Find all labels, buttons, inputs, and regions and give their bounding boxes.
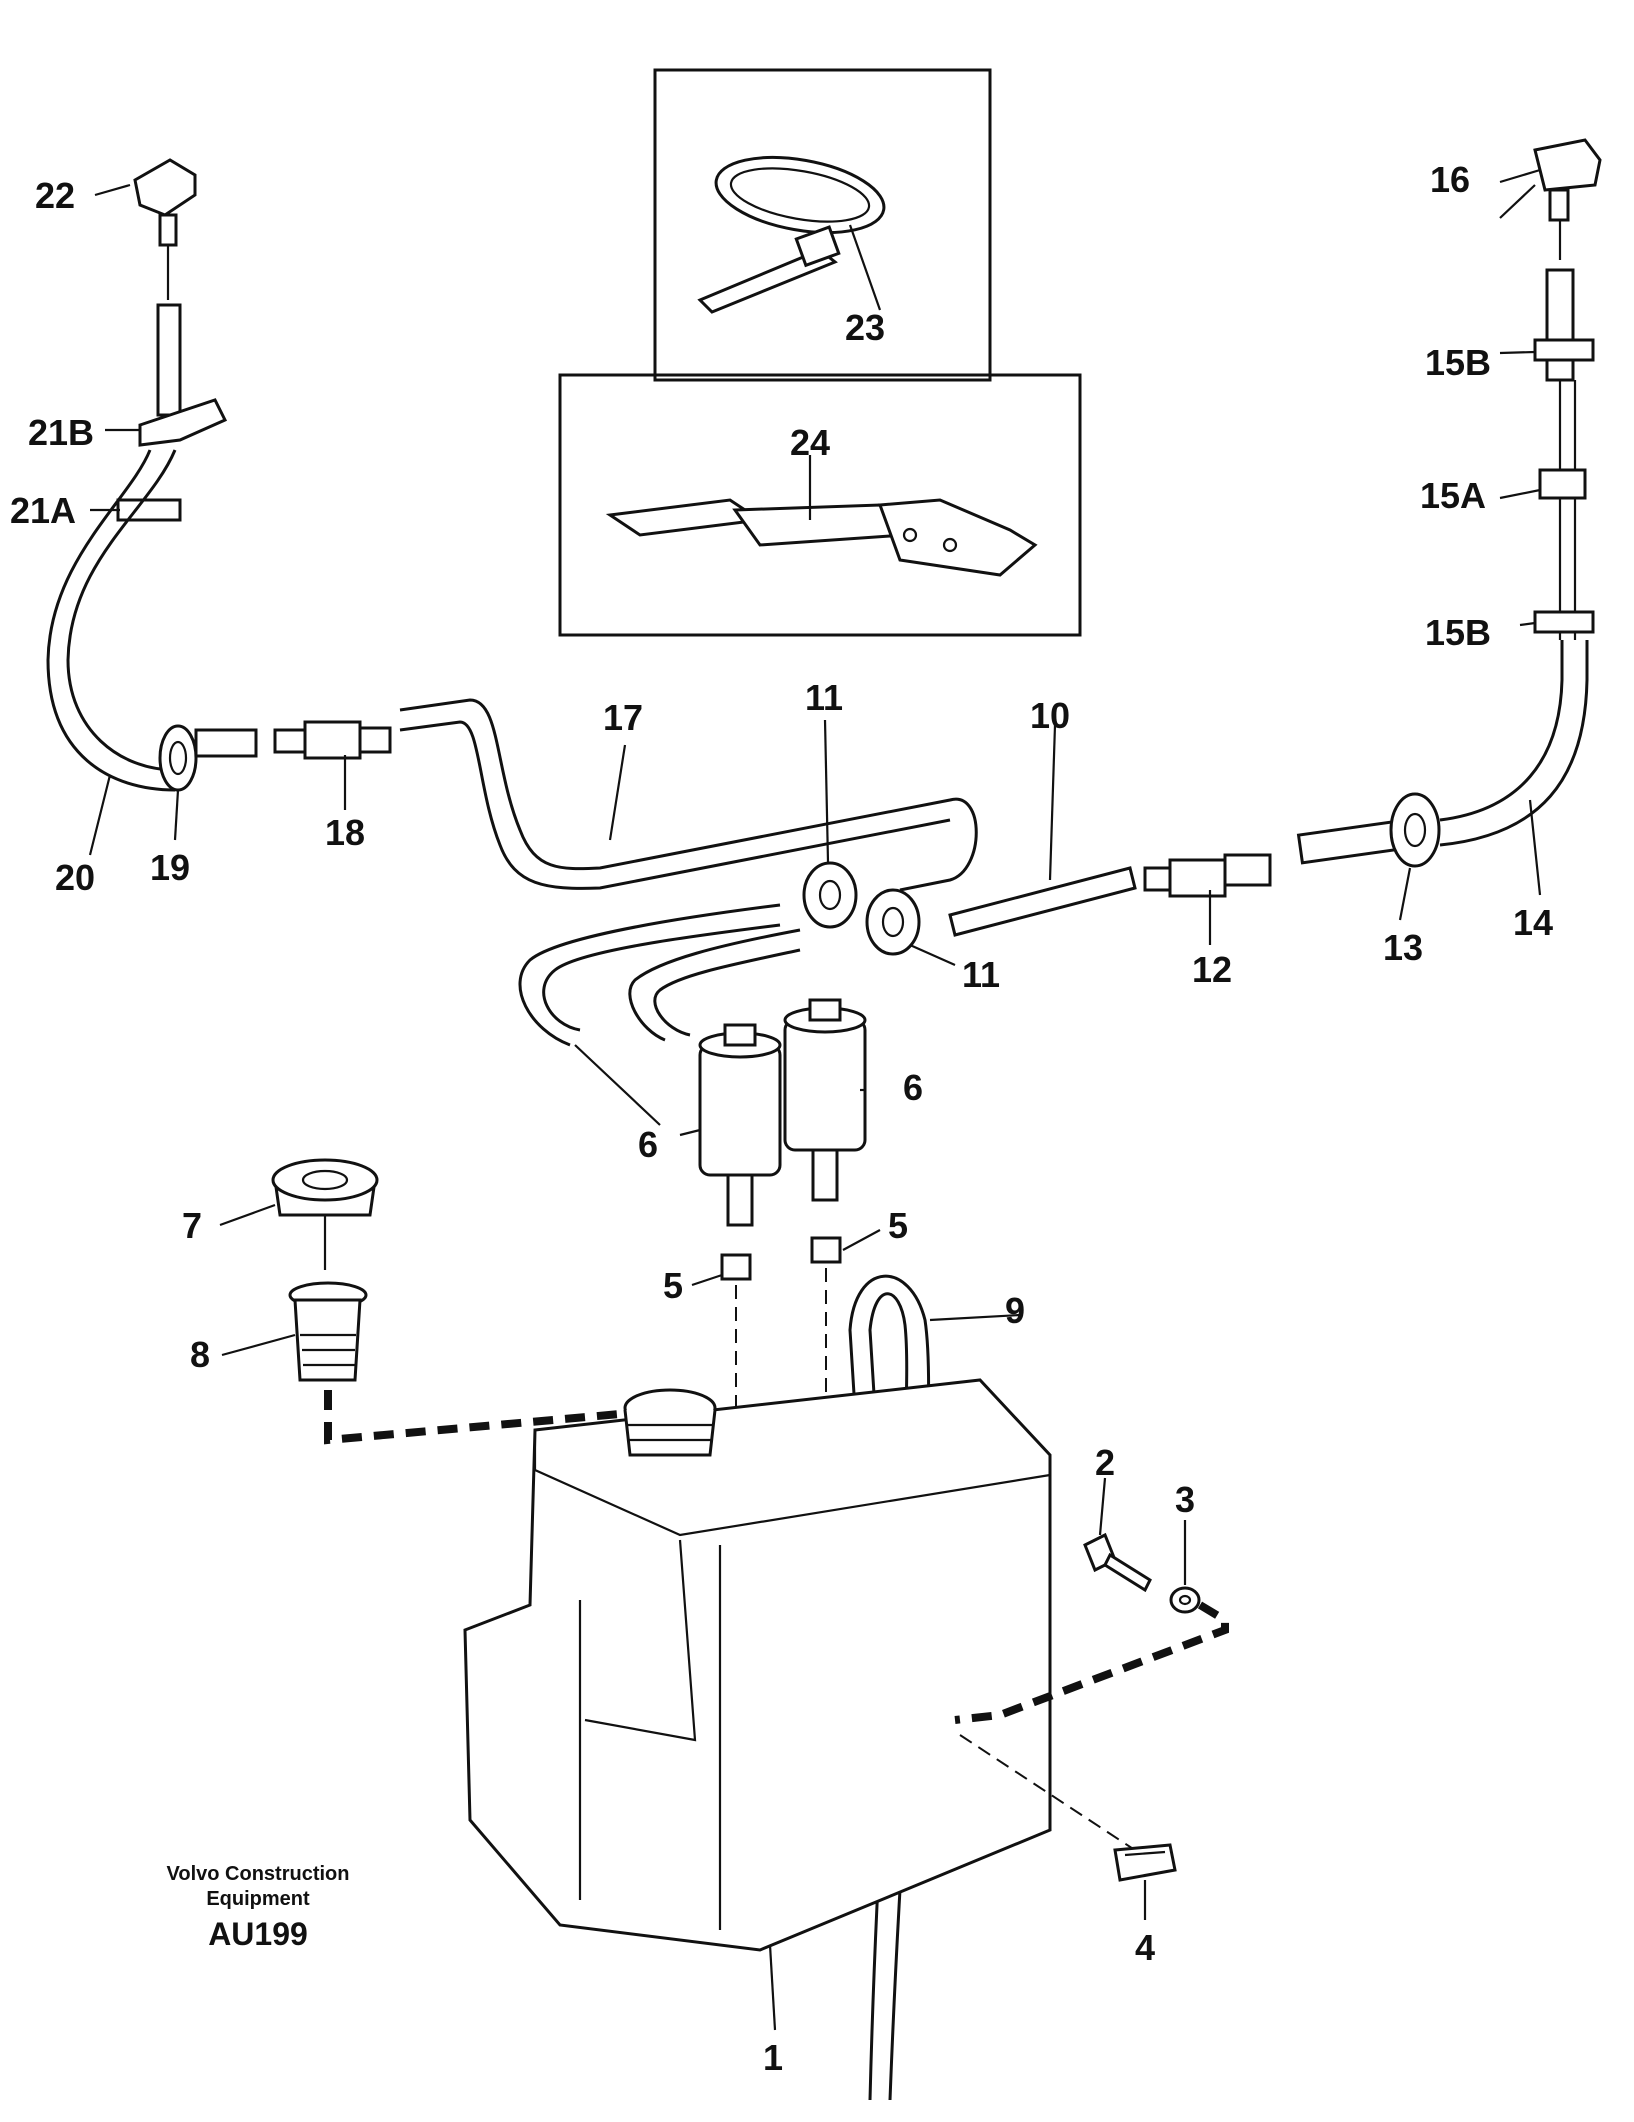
grommet-5-right bbox=[810, 1236, 842, 1740]
footer-line2: Equipment bbox=[206, 1888, 310, 1910]
label-20[interactable]: 20 bbox=[55, 857, 95, 898]
pump-6-right bbox=[783, 998, 867, 1202]
label-19[interactable]: 19 bbox=[150, 847, 190, 888]
clip-4 bbox=[1113, 1843, 1177, 1882]
inset-strap bbox=[558, 373, 1082, 637]
connector-18 bbox=[273, 720, 392, 760]
strainer-8 bbox=[288, 1281, 368, 1382]
hose-17 bbox=[399, 698, 978, 892]
hose-14 bbox=[1439, 640, 1564, 822]
label-13[interactable]: 13 bbox=[1383, 927, 1423, 968]
label-10[interactable]: 10 bbox=[1030, 695, 1070, 736]
label-15b-lower[interactable]: 15B bbox=[1425, 612, 1491, 653]
grommet-11b bbox=[865, 888, 921, 956]
label-15b-upper[interactable]: 15B bbox=[1425, 342, 1491, 383]
label-11b[interactable]: 11 bbox=[962, 954, 1000, 995]
label-17[interactable]: 17 bbox=[603, 697, 643, 738]
grommet-11a bbox=[802, 861, 858, 929]
label-3[interactable]: 3 bbox=[1175, 1479, 1195, 1520]
label-11a[interactable]: 11 bbox=[805, 677, 843, 718]
part-labels: 22 21B 21A 20 19 18 17 11 10 11 12 13 14… bbox=[10, 159, 1553, 2078]
inset-cable-tie bbox=[653, 68, 992, 382]
pump-6-left bbox=[698, 1023, 782, 1227]
right-nozzle-assembly bbox=[1533, 138, 1602, 640]
hose-10 bbox=[948, 866, 1137, 937]
label-8[interactable]: 8 bbox=[190, 1334, 210, 1375]
label-12[interactable]: 12 bbox=[1192, 949, 1232, 990]
label-22[interactable]: 22 bbox=[35, 175, 75, 216]
connector-12 bbox=[1143, 853, 1272, 898]
label-18[interactable]: 18 bbox=[325, 812, 365, 853]
footer-block: Volvo Construction Equipment AU199 bbox=[167, 1863, 350, 1952]
leader-lines bbox=[88, 168, 1542, 2031]
label-5-left[interactable]: 5 bbox=[663, 1265, 683, 1306]
washer-3 bbox=[1169, 1586, 1201, 1614]
label-7[interactable]: 7 bbox=[182, 1205, 202, 1246]
label-24[interactable]: 24 bbox=[790, 422, 830, 463]
label-14[interactable]: 14 bbox=[1513, 902, 1553, 943]
label-6-middle[interactable]: 6 bbox=[638, 1124, 658, 1165]
label-4[interactable]: 4 bbox=[1135, 1927, 1155, 1968]
label-16[interactable]: 16 bbox=[1430, 159, 1470, 200]
grommet-13 bbox=[1389, 792, 1441, 868]
left-nozzle-assembly bbox=[46, 158, 228, 792]
left-grommet-19 bbox=[158, 724, 258, 792]
filler-cap-7 bbox=[271, 1158, 379, 1217]
label-21b[interactable]: 21B bbox=[28, 412, 94, 453]
tank-1 bbox=[463, 1378, 1052, 1952]
footer-line1: Volvo Construction bbox=[167, 1863, 350, 1885]
grommet-5-left bbox=[720, 1253, 752, 1760]
label-21a[interactable]: 21A bbox=[10, 490, 76, 531]
label-5-right[interactable]: 5 bbox=[888, 1205, 908, 1246]
bolt-2 bbox=[1083, 1532, 1152, 1593]
label-2[interactable]: 2 bbox=[1095, 1442, 1115, 1483]
footer-code: AU199 bbox=[208, 1916, 308, 1952]
label-1[interactable]: 1 bbox=[763, 2037, 783, 2078]
label-9[interactable]: 9 bbox=[1005, 1290, 1025, 1331]
label-15a[interactable]: 15A bbox=[1420, 475, 1486, 516]
label-23[interactable]: 23 bbox=[845, 307, 885, 348]
label-6-right[interactable]: 6 bbox=[903, 1067, 923, 1108]
